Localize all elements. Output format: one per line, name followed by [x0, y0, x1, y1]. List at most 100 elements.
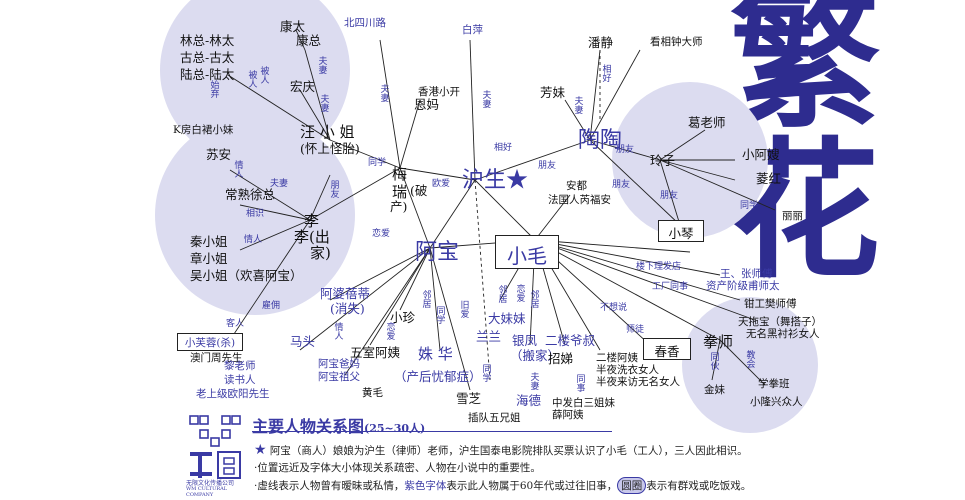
node-abao: 阿宝: [415, 240, 460, 265]
legend-line-2: ·位置远近及字体大小体现关系疏密、人物在小说中的重要性。: [254, 462, 541, 474]
legend-line-3a: ·虚线表示人物曾有暧昧或私情，: [254, 480, 405, 492]
edge-label-qingren3: 情人: [244, 235, 263, 245]
node-hbaba: 阿宝爸妈: [318, 358, 360, 370]
node-xueayi: 薛阿姨: [552, 409, 584, 421]
group-circle-wang: [160, 0, 350, 165]
node-xuezhi: 雪芝: [456, 391, 482, 406]
group-circle-quanshi: [682, 297, 818, 433]
edge-label-qiangjiao: 师徒: [626, 325, 645, 335]
node-lanlan: 兰兰: [476, 329, 502, 344]
node-xiaomao-box: 小毛: [495, 235, 559, 269]
legend-line-3: ·虚线表示人物曾有暧昧或私情，紫色字体表示此人物属于60年代或过往旧事，圆圈表示…: [254, 477, 751, 494]
node-xiaomao: 小毛: [507, 244, 547, 268]
edge-label-fuqi: 夫妻: [316, 56, 327, 74]
edge-label-linju-main: 相好: [494, 143, 513, 153]
logo-en: WM CULTURAL COMPANY: [186, 486, 228, 498]
node-furong-box: 小芙蓉(杀): [177, 333, 243, 351]
edge-label-kedian: 客人: [226, 319, 245, 329]
node-zhaodi: 招娣: [548, 351, 574, 366]
edge-label-lou: 楼下理发店: [636, 262, 682, 272]
node-xianggang: 香港小开: [418, 86, 460, 98]
star-icon: ★: [506, 168, 529, 193]
legend-title: 主要人物关系图(25~30人): [252, 413, 425, 437]
node-suan: 苏安: [206, 147, 232, 162]
node-xiaoqin: 小琴: [668, 226, 694, 241]
legend-circle-sample: 圆圈: [617, 477, 647, 494]
edge-label-lianai3: 恋爱: [372, 229, 391, 239]
edge-label-pomei2: 被人: [246, 70, 257, 88]
node-li: 李: [304, 212, 320, 230]
node-li2: 李(出: [294, 228, 330, 246]
node-shuhua: 姝 华: [418, 345, 453, 363]
edge-label-pomei: 被人: [258, 66, 269, 84]
node-lingzi: 玲子: [650, 153, 676, 168]
edge-label-tongxue3: 同学: [368, 158, 387, 168]
node-wu: 吴小姐（欢喜阿宝）: [190, 268, 303, 283]
node-yinfeng-sub: （搬家）: [510, 348, 561, 363]
node-xiaoa: 小阿嫂: [742, 147, 780, 162]
node-quanshi: 拳师: [703, 333, 734, 351]
legend-title-text: 主要人物关系图: [252, 417, 365, 436]
logo-name: 无限文化传播公司: [186, 480, 235, 487]
node-taotao: 陶陶: [578, 128, 623, 153]
node-panjing: 潘静: [588, 35, 614, 50]
edge-label-tongshi: 同事: [574, 374, 585, 392]
edge-label-linju: 邻居: [420, 290, 431, 308]
node-beisi: 北四川路: [344, 17, 386, 29]
node-hzufu: 阿宝祖父: [318, 371, 360, 383]
node-wang-sub: (怀上怪胎): [300, 141, 360, 156]
node-erlou: 二楼爷叔: [545, 333, 596, 348]
node-baiping: 白萍: [462, 24, 483, 36]
node-dameimei: 大妹妹: [488, 311, 526, 326]
node-mei: 梅: [392, 165, 408, 183]
edge-label-gu: 雇佣: [262, 301, 281, 311]
edge-label-shiqi: 始弃: [208, 80, 219, 98]
node-macau: 澳门周先生: [190, 352, 243, 364]
edge-label-pengyou: 朋友: [328, 180, 339, 198]
node-guzong: 古总-古太: [180, 50, 235, 65]
node-chadui: 插队五兄姐: [468, 412, 521, 424]
node-jinmei: 金妹: [704, 384, 725, 396]
legend-divider: [252, 431, 612, 432]
node-xiaoqin-box: 小琴: [658, 220, 704, 242]
edge-label-lianai2: 恋爱: [384, 322, 395, 340]
edge-label-jiaoshi: 教会: [744, 350, 755, 368]
node-matou: 马头: [290, 334, 316, 349]
node-qin: 秦小姐: [190, 234, 228, 249]
node-yinfeng: 银凤: [512, 333, 538, 348]
node-anxin: 安都: [566, 180, 587, 192]
edge-label-xiangjie: 不想说: [600, 303, 628, 313]
edge-label-fuqi-v: 夫妻: [270, 179, 289, 189]
edge-label-jiuai: 旧爱: [458, 300, 469, 318]
edge-label-linju2: 邻居: [496, 285, 507, 303]
node-wushi: 五室阿姨: [350, 345, 401, 360]
legend-star-icon: ★: [254, 442, 267, 458]
legend-line-1-text: 阿宝（商人）娘娘为沪生（律师）老师，沪生国泰电影院排队买票认识了小毛（工人），三…: [269, 445, 748, 457]
edge-label-pengyou4: 朋友: [612, 180, 631, 190]
node-hongqing: 宏庆: [290, 79, 316, 94]
node-chunxiang: 春香: [654, 344, 680, 359]
node-husheng: 沪生★: [462, 168, 528, 193]
node-mapo-sub: (消失): [330, 301, 365, 316]
node-mapo: 阿婆蓓蒂: [320, 286, 371, 301]
edge-label-lianai: 恋爱: [514, 284, 525, 302]
node-changshu: 常熟徐总: [225, 187, 276, 202]
edge-label-kuiai: 欧爱: [432, 179, 451, 189]
node-erlouayi: 二楼阿姨: [596, 352, 638, 364]
node-faguo: 法国人芮福安: [548, 194, 611, 206]
edge-label-tongxue: 同学: [434, 306, 445, 324]
node-reader: 读书人: [224, 374, 256, 386]
node-linzong: 林总-林太: [180, 33, 235, 48]
node-fangmei: 芳妹: [540, 85, 566, 100]
node-xuebanban: 学拳班: [758, 378, 790, 390]
node-huangmao: 黄毛: [362, 387, 383, 399]
company-logo: [189, 415, 241, 479]
edge-label-qingren: 情人: [232, 160, 243, 178]
node-mei-sub2: 产): [390, 199, 408, 214]
edge-label-tongxue2: 同学: [480, 364, 491, 382]
node-banye1: 半夜洗衣女人: [596, 364, 659, 376]
group-circle-li: [155, 115, 355, 315]
node-li-sub: 家): [310, 244, 331, 262]
legend-title-count: (25~30人): [364, 422, 426, 435]
